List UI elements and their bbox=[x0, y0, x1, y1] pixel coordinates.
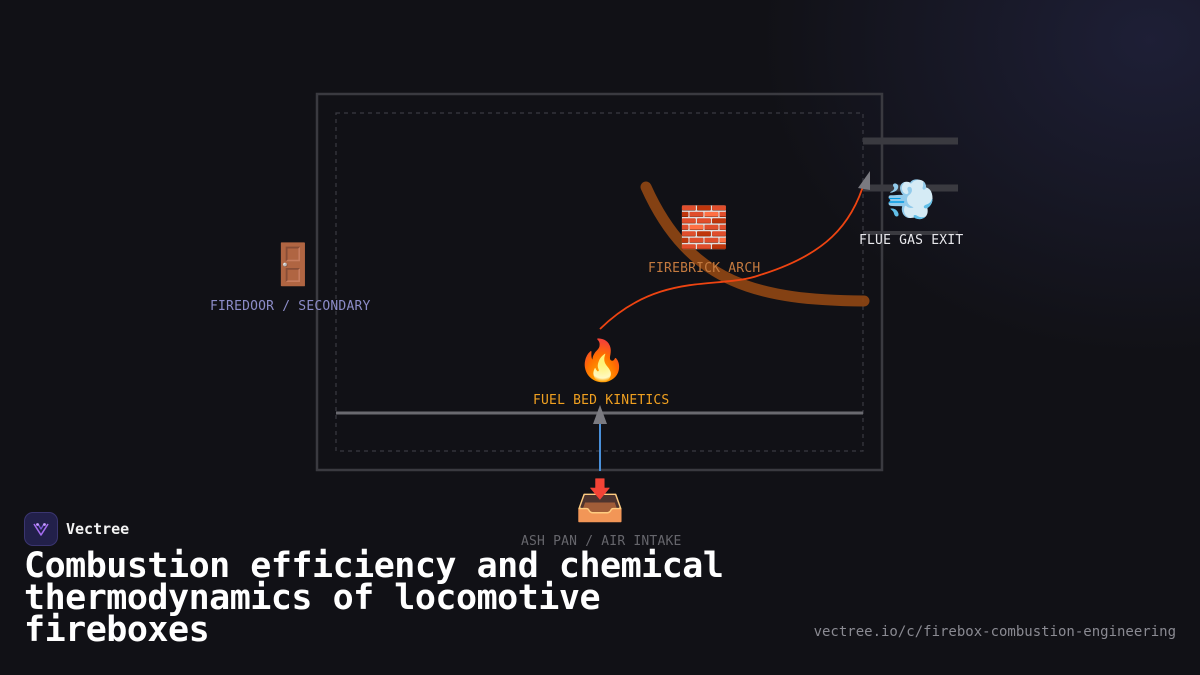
air-flow-arrowhead bbox=[593, 405, 607, 424]
page-title: Combustion efficiency and chemical therm… bbox=[24, 546, 724, 650]
gas-flow-arrow bbox=[599, 179, 866, 330]
flue-gas-exit-label: FLUE GAS EXIT bbox=[859, 233, 964, 248]
fire-icon: 🔥 bbox=[577, 338, 627, 384]
brick-icon: 🧱 bbox=[679, 205, 729, 251]
firedoor-label: FIREDOOR / SECONDARY bbox=[210, 299, 371, 314]
brand: Vectree bbox=[24, 512, 129, 546]
door-icon: 🚪 bbox=[268, 242, 318, 288]
firebrick-label: FIREBRICK ARCH bbox=[648, 261, 761, 276]
fuel-bed-label: FUEL BED KINETICS bbox=[533, 393, 670, 408]
inbox-tray-icon: 📥 bbox=[575, 478, 625, 524]
brand-name: Vectree bbox=[66, 520, 130, 538]
dashing-away-icon: 💨 bbox=[886, 177, 936, 223]
ash-pan-label: ASH PAN / AIR INTAKE bbox=[521, 534, 682, 549]
page-url[interactable]: vectree.io/c/firebox-combustion-engineer… bbox=[813, 624, 1176, 640]
gas-flow-arrowhead bbox=[858, 171, 870, 190]
vectree-logo-icon bbox=[24, 512, 58, 546]
